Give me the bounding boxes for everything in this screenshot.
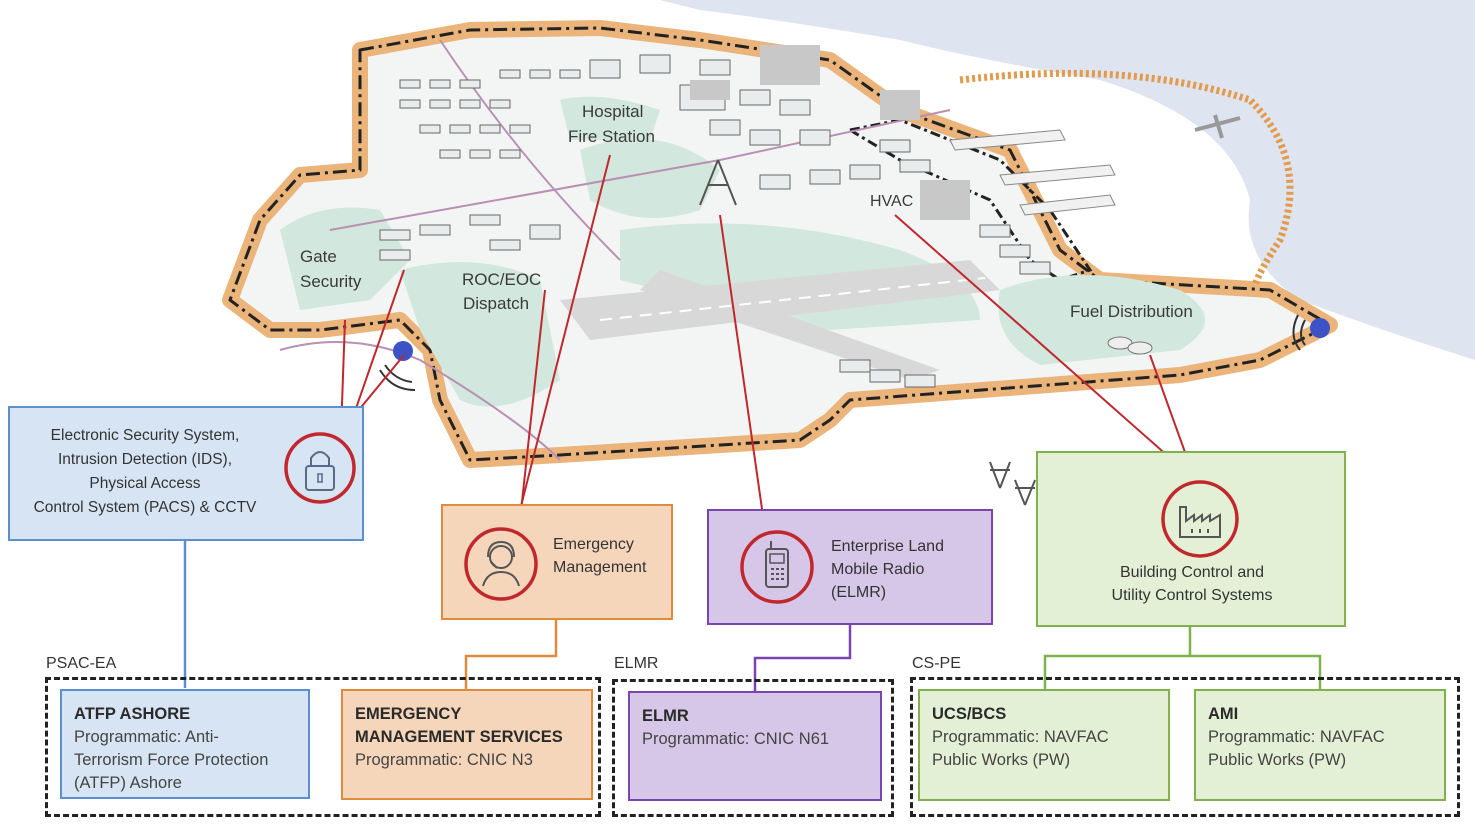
emergency-line-1: Emergency [553,536,634,553]
elmr-line-3: (ELMR) [831,584,887,601]
green-area [280,207,410,310]
program-atfp-line-2: Terrorism Force Protection [74,751,269,769]
factory-icon [1161,480,1239,558]
elmr-line-1: Enterprise Land [831,538,944,555]
elmr-line-2: Mobile Radio [831,561,925,578]
group-label-cs-pe: CS-PE [912,655,961,672]
program-ems-title-2: MANAGEMENT SERVICES [355,728,563,746]
green-area [998,275,1205,365]
program-atfp-line-3: (ATFP) Ashore [74,774,182,792]
group-frame-elmr [612,679,894,817]
green-area [400,262,560,407]
program-elmr: ELMR Programmatic: CNIC N61 [628,691,882,801]
program-elmr-line-1: Programmatic: CNIC N61 [642,730,830,748]
security-line-3: Physical Access [89,475,201,492]
program-atfp-line-1: Programmatic: Anti- [74,728,219,746]
map-label-security: Security [300,272,362,291]
map-label-hospital: Hospital [582,102,644,121]
program-ami-line-2: Public Works (PW) [1208,751,1347,769]
program-ems-line-1: Programmatic: CNIC N3 [355,751,533,769]
headset-person-icon [464,527,538,601]
lock-icon [284,432,356,504]
program-ami: AMI Programmatic: NAVFAC Public Works (P… [1194,689,1446,801]
map-label-dispatch: Dispatch [463,294,530,313]
runway [640,270,940,380]
program-ucs-bcs: UCS/BCS Programmatic: NAVFAC Public Work… [918,689,1170,801]
program-emergency-services: EMERGENCY MANAGEMENT SERVICES Programmat… [341,689,593,800]
group-frame-cs-pe [910,677,1460,817]
installation-boundary-line [228,26,1332,462]
map-label-roc-eoc: ROC/EOC [462,270,542,289]
group-label-elmr: ELMR [614,655,659,672]
radio-icon [740,530,814,604]
group-frame-psac-ea [45,677,601,817]
group-label-psac-ea: PSAC-EA [46,655,117,672]
map-label-fuel-distribution: Fuel Distribution [1070,302,1193,321]
program-ucs-line-2: Public Works (PW) [932,751,1071,769]
green-area [560,96,660,140]
waterfront-boundary [959,69,1294,287]
building-line-2: Utility Control Systems [1111,587,1273,604]
water-area [660,0,1475,360]
building-control-box: Building Control and Utility Control Sys… [1036,451,1346,627]
emergency-management-box: Emergency Management [441,504,673,620]
building-line-1: Building Control and [1119,564,1265,581]
security-line-2: Intrusion Detection (IDS), [57,451,232,468]
program-ems-title-1: EMERGENCY [355,705,462,723]
security-line-4: Control System (PACS) & CCTV [33,499,257,516]
security-line-1: Electronic Security System, [50,427,240,444]
map-label-fire-station: Fire Station [568,127,655,146]
elmr-system-box: Enterprise Land Mobile Radio (ELMR) [707,509,993,625]
program-elmr-title: ELMR [642,707,689,725]
green-area [580,138,720,218]
program-atfp-ashore: ATFP ASHORE Programmatic: Anti- Terroris… [60,689,310,799]
program-ucs-line-1: Programmatic: NAVFAC [932,728,1109,746]
program-ami-line-1: Programmatic: NAVFAC [1208,728,1385,746]
program-atfp-title: ATFP ASHORE [74,705,191,723]
security-system-box: Electronic Security System, Intrusion De… [8,406,364,541]
emergency-line-2: Management [553,559,647,576]
program-ami-title: AMI [1208,705,1239,723]
map-label-hvac: HVAC [870,193,914,210]
program-ucs-title: UCS/BCS [932,705,1007,723]
map-label-gate: Gate [300,247,337,266]
